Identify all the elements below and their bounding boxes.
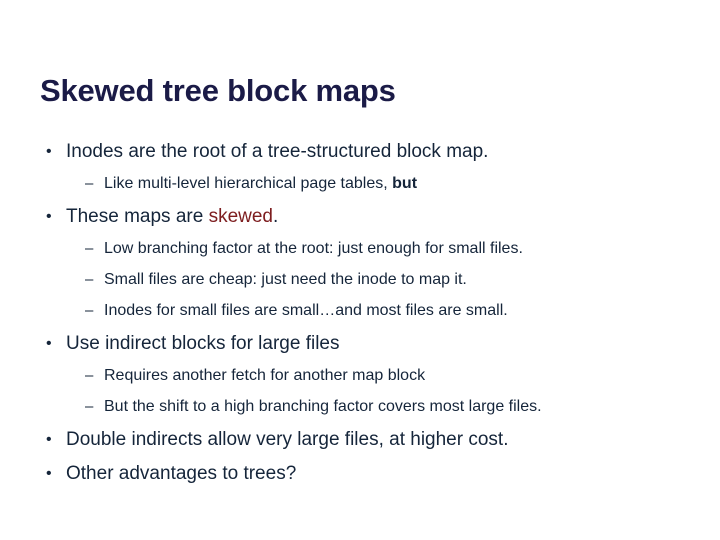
list-item-text-accent: skewed (208, 206, 273, 227)
list-item-text-tail: . (273, 206, 279, 227)
dash-marker-icon: – (85, 398, 94, 415)
list-item-text-bold: but (392, 175, 418, 192)
list-item: – Small files are cheap: just need the i… (40, 258, 688, 289)
page-title: Skewed tree block maps (40, 72, 396, 108)
bullet-marker-icon: • (46, 431, 52, 448)
bullet-list: • Inodes are the root of a tree-structur… (40, 128, 688, 484)
list-item-text-plain: These maps are (66, 206, 209, 227)
list-item-label: Other advantages to trees? (66, 463, 297, 484)
list-item-label: Inodes are the root of a tree-structured… (66, 141, 489, 162)
list-item-label: Inodes for small files are small…and mos… (104, 302, 508, 319)
list-item: – Requires another fetch for another map… (40, 354, 688, 385)
list-item-label: Use indirect blocks for large files (66, 333, 340, 354)
list-item-label: Double indirects allow very large files,… (66, 429, 509, 450)
list-item: – But the shift to a high branching fact… (40, 385, 688, 416)
list-item: – Low branching factor at the root: just… (40, 227, 688, 258)
list-item: • Double indirects allow very large file… (40, 416, 688, 450)
bullet-marker-icon: • (46, 208, 52, 225)
dash-marker-icon: – (85, 271, 94, 288)
list-item: – Inodes for small files are small…and m… (40, 289, 688, 320)
bullet-marker-icon: • (46, 143, 52, 160)
list-item: – Like multi-level hierarchical page tab… (40, 162, 688, 193)
list-item-text-plain: Like multi-level hierarchical page table… (104, 175, 393, 192)
dash-marker-icon: – (85, 302, 94, 319)
dash-marker-icon: – (85, 175, 94, 192)
list-item-label: Low branching factor at the root: just e… (104, 240, 523, 257)
list-item-label: These maps are skewed. (66, 206, 278, 227)
list-item-label: Small files are cheap: just need the ino… (104, 271, 467, 288)
bullet-marker-icon: • (46, 465, 52, 482)
list-item: • These maps are skewed. (40, 193, 688, 227)
bullet-marker-icon: • (46, 335, 52, 352)
list-item-label: Like multi-level hierarchical page table… (104, 174, 417, 193)
list-item-label: Requires another fetch for another map b… (104, 367, 426, 384)
list-item: • Use indirect blocks for large files (40, 320, 688, 354)
list-item: • Other advantages to trees? (40, 450, 688, 484)
dash-marker-icon: – (85, 240, 94, 257)
list-item: • Inodes are the root of a tree-structur… (40, 128, 688, 162)
dash-marker-icon: – (85, 367, 94, 384)
list-item-label: But the shift to a high branching factor… (104, 398, 542, 415)
